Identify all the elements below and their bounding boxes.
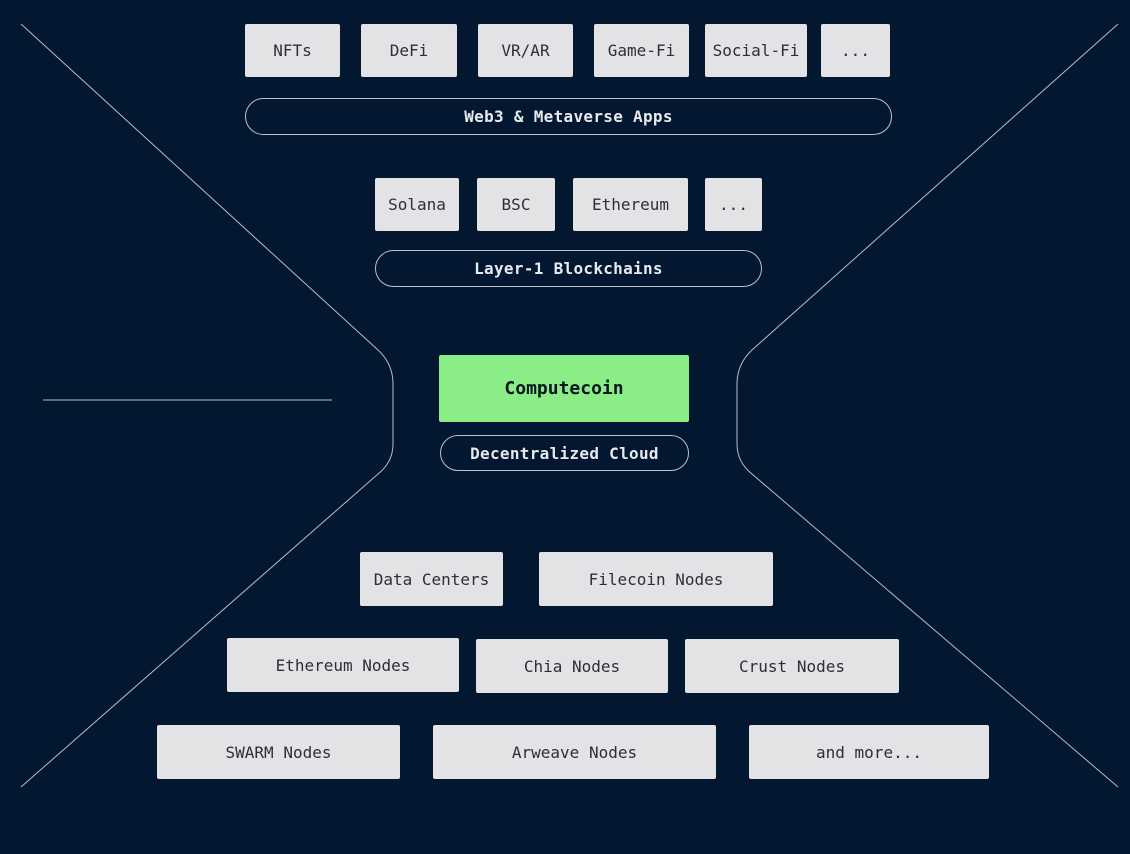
chain-box-bsc: BSC — [477, 178, 555, 231]
source-box-chia-nodes: Chia Nodes — [476, 639, 668, 693]
source-box-crust-nodes: Crust Nodes — [685, 639, 899, 693]
app-box-more: ... — [821, 24, 890, 77]
chain-box-ethereum: Ethereum — [573, 178, 688, 231]
source-box-data-centers: Data Centers — [360, 552, 503, 606]
source-box-arweave-nodes: Arweave Nodes — [433, 725, 716, 779]
computecoin-box: Computecoin — [439, 355, 689, 422]
apps-layer-label: Web3 & Metaverse Apps — [245, 98, 892, 135]
app-box-nfts: NFTs — [245, 24, 340, 77]
app-box-defi: DeFi — [361, 24, 457, 77]
source-box-filecoin-nodes: Filecoin Nodes — [539, 552, 773, 606]
source-box-and-more: and more... — [749, 725, 989, 779]
chain-box-more: ... — [705, 178, 762, 231]
source-box-ethereum-nodes: Ethereum Nodes — [227, 638, 459, 692]
decentralized-cloud-label: Decentralized Cloud — [440, 435, 689, 471]
chains-layer-label: Layer-1 Blockchains — [375, 250, 762, 287]
app-box-game-fi: Game-Fi — [594, 24, 689, 77]
chain-box-solana: Solana — [375, 178, 459, 231]
left-funnel-line — [20, 23, 394, 788]
right-funnel-line — [736, 23, 1119, 788]
app-box-social-fi: Social-Fi — [705, 24, 807, 77]
app-box-vr-ar: VR/AR — [478, 24, 573, 77]
source-box-swarm-nodes: SWARM Nodes — [157, 725, 400, 779]
